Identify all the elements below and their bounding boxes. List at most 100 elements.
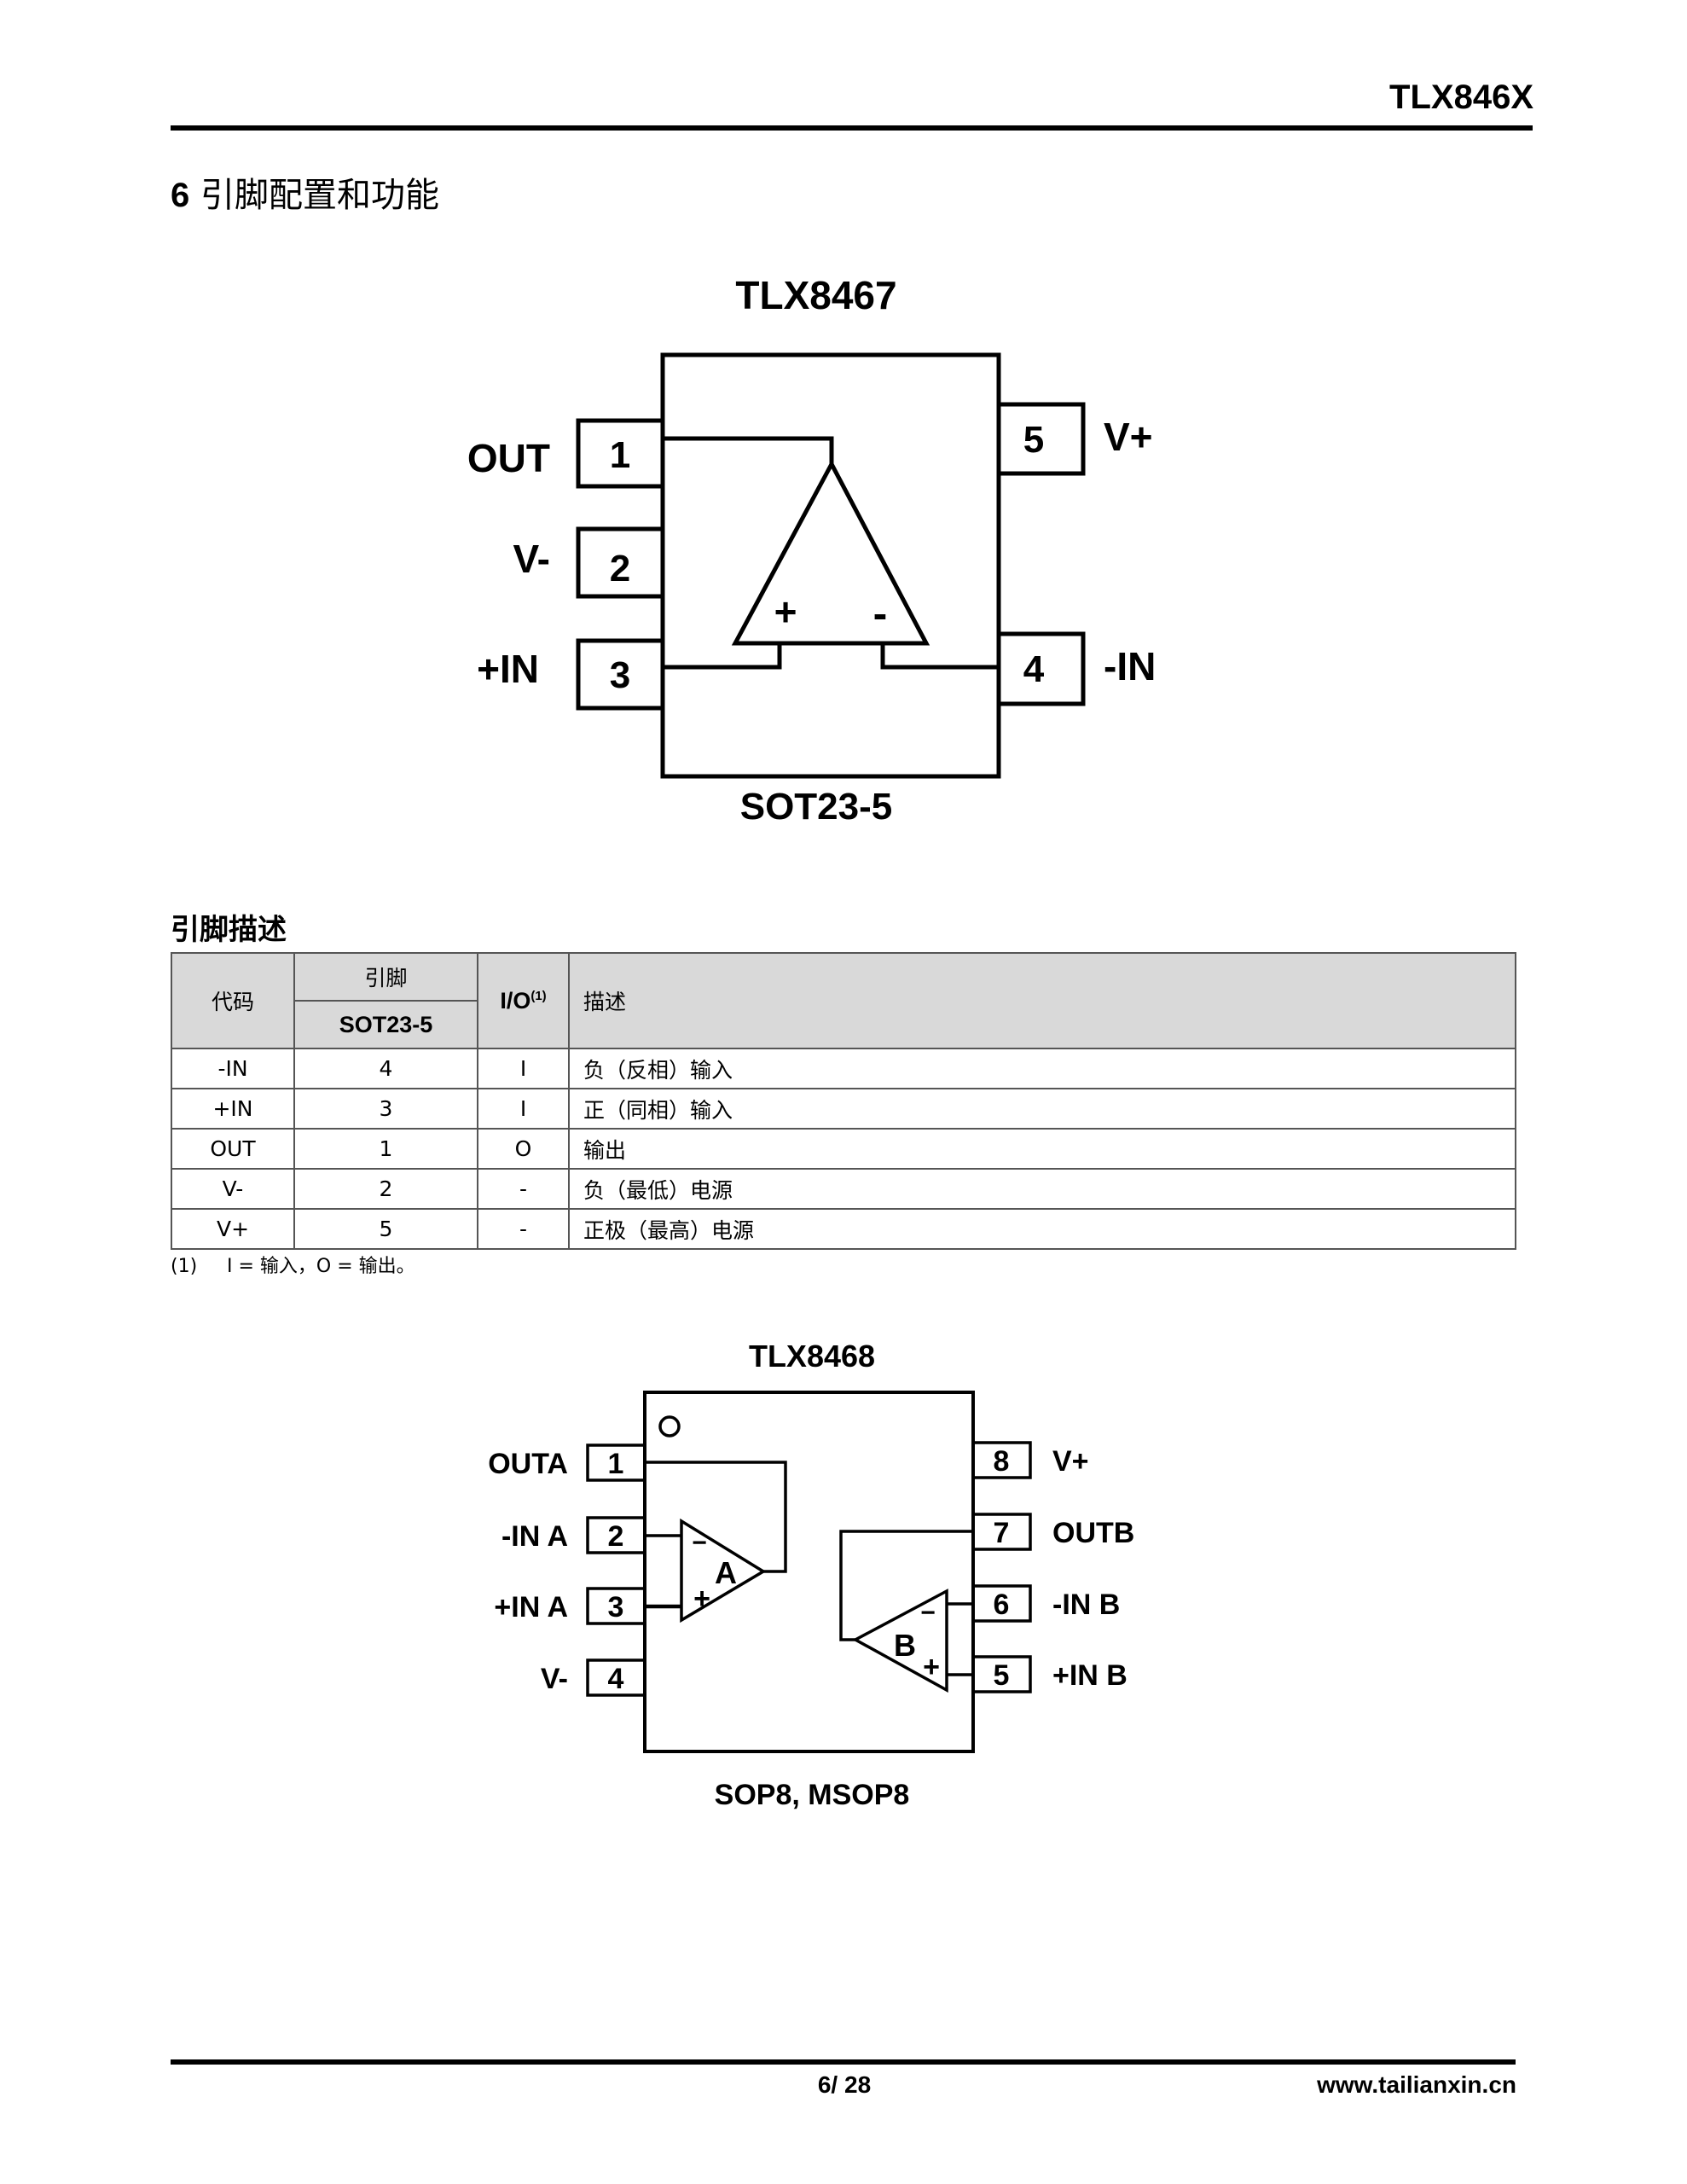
- section-number: 6: [171, 177, 190, 214]
- pin-number: 6: [994, 1589, 1010, 1621]
- table-row: OUT 1 O 输出: [171, 1128, 1516, 1170]
- document-id: TLX846X: [1389, 78, 1533, 116]
- page-number: 6/ 28: [817, 2071, 872, 2098]
- output-a-wire: [645, 1461, 787, 1573]
- minus-sign: −: [692, 1529, 707, 1557]
- cell-code: OUT: [171, 1128, 295, 1170]
- opamp-a-label: A: [715, 1555, 737, 1590]
- table-row: -IN 4 I 负（反相）输入: [171, 1048, 1516, 1089]
- website-link[interactable]: www.tailianxin.cn: [1317, 2071, 1516, 2098]
- header-package: SOT23-5: [293, 1000, 478, 1049]
- section-heading: 6 引脚配置和功能: [171, 167, 439, 217]
- output-wire: [663, 436, 834, 464]
- cell-pin: 1: [293, 1128, 478, 1170]
- diagram1-title: TLX8467: [735, 273, 896, 317]
- cell-io: I: [477, 1088, 570, 1130]
- pin-6: 6 -IN B: [971, 1584, 1120, 1623]
- cell-pin: 5: [293, 1208, 478, 1250]
- header-description: 描述: [568, 952, 1516, 1049]
- pin-label: OUT: [467, 436, 550, 480]
- cell-code: V+: [171, 1208, 295, 1250]
- pin-4: 4 V-: [541, 1658, 646, 1697]
- footnote-number: (1): [171, 1256, 198, 1277]
- pin-label: -IN A: [501, 1520, 568, 1553]
- cell-io: O: [477, 1128, 570, 1170]
- pin-label: V-: [513, 537, 550, 581]
- header-pin: 引脚: [293, 952, 478, 1002]
- opamp-b: − + B: [839, 1530, 973, 1693]
- pin-label: OUTA: [488, 1448, 568, 1480]
- header-io: I/O(1): [477, 952, 570, 1049]
- footer-rule: [171, 2059, 1516, 2065]
- pin-1: 1 OUTA: [488, 1443, 646, 1482]
- header-rule: [171, 125, 1533, 131]
- minus-sign: -: [873, 590, 888, 637]
- pin-3: 3 +IN: [477, 638, 665, 711]
- header-code: 代码: [171, 952, 295, 1049]
- tlx8468-pinout-diagram: TLX8468 1 OUTA 2 -IN A 3 +IN A 4 V- 8 V+…: [488, 1339, 1134, 1811]
- plus-sign: +: [923, 1651, 940, 1683]
- pin-description-title: 引脚描述: [171, 913, 287, 947]
- pin-description-table: 代码 引脚 I/O(1) 描述 SOT23-5 -IN 4 I 负（反相）输入 …: [171, 952, 1516, 1250]
- package-label: SOT23-5: [740, 786, 893, 828]
- pin-5: 5 +IN B: [971, 1655, 1128, 1693]
- footnote-text: I = 输入，O = 输出。: [227, 1256, 415, 1277]
- pin-number: 2: [610, 548, 630, 590]
- cell-pin: 3: [293, 1088, 478, 1130]
- pin-3: 3 +IN A: [494, 1587, 646, 1625]
- pin-label: -IN: [1104, 644, 1156, 688]
- plus-sign: +: [774, 590, 797, 634]
- pin-number: 8: [994, 1445, 1010, 1478]
- section-title: 引脚配置和功能: [200, 176, 439, 215]
- pin1-marker-icon: [658, 1415, 681, 1438]
- pin-label: -IN B: [1052, 1589, 1120, 1621]
- pin-number: 3: [610, 654, 630, 696]
- pin-number: 1: [608, 1448, 624, 1480]
- table-footnote: (1) I = 输入，O = 输出。: [171, 1251, 415, 1278]
- pin-label: +IN B: [1052, 1659, 1128, 1692]
- pin-label: V+: [1052, 1445, 1089, 1478]
- pin-number: 7: [994, 1517, 1010, 1549]
- pin-number: 2: [608, 1520, 624, 1553]
- cell-io: -: [477, 1168, 570, 1210]
- footnote-ref: (1): [530, 988, 547, 1003]
- output-b-wire: [839, 1530, 973, 1641]
- package-label: SOP8, MSOP8: [715, 1779, 910, 1811]
- table-row: +IN 3 I 正（同相）输入: [171, 1088, 1516, 1130]
- tlx8467-pinout-diagram: TLX8467 1 OUT 2 V- 3 +IN 5 V+ 4 -IN + - …: [467, 273, 1156, 828]
- pin-label: +IN A: [494, 1591, 568, 1623]
- table-row: V+ 5 - 正极（最高）电源: [171, 1208, 1516, 1250]
- plus-sign: +: [693, 1583, 710, 1615]
- cell-description: 输出: [568, 1128, 1516, 1170]
- cell-description: 负（反相）输入: [568, 1048, 1516, 1089]
- opamp-b-label: B: [894, 1628, 916, 1663]
- pin-4: 4 -IN: [996, 631, 1156, 706]
- cell-io: I: [477, 1048, 570, 1089]
- cell-code: V-: [171, 1168, 295, 1210]
- pin-label: +IN: [477, 647, 539, 691]
- pin-number: 5: [1023, 419, 1044, 461]
- table-row: V- 2 - 负（最低）电源: [171, 1168, 1516, 1210]
- minus-sign: −: [920, 1599, 936, 1627]
- pin-number: 4: [1023, 648, 1045, 690]
- noninverting-input-wire: [663, 643, 782, 670]
- cell-io: -: [477, 1208, 570, 1250]
- cell-description: 正（同相）输入: [568, 1088, 1516, 1130]
- cell-description: 正极（最高）电源: [568, 1208, 1516, 1250]
- pin-number: 3: [608, 1591, 624, 1623]
- diagram2-title: TLX8468: [749, 1339, 875, 1374]
- pin-number: 5: [994, 1659, 1010, 1692]
- pin-label: OUTB: [1052, 1517, 1134, 1549]
- pin-2: 2 V-: [513, 526, 665, 599]
- pin-8: 8 V+: [971, 1441, 1089, 1479]
- pin-2: 2 -IN A: [501, 1516, 646, 1554]
- pin-label: V+: [1104, 415, 1153, 459]
- pin-7: 7 OUTB: [971, 1513, 1134, 1551]
- cell-description: 负（最低）电源: [568, 1168, 1516, 1210]
- pin-number: 1: [610, 434, 630, 476]
- cell-pin: 4: [293, 1048, 478, 1089]
- inverting-input-wire: [880, 643, 999, 670]
- cell-code: -IN: [171, 1048, 295, 1089]
- pin-1: 1 OUT: [467, 418, 665, 489]
- package-body: [643, 1391, 975, 1753]
